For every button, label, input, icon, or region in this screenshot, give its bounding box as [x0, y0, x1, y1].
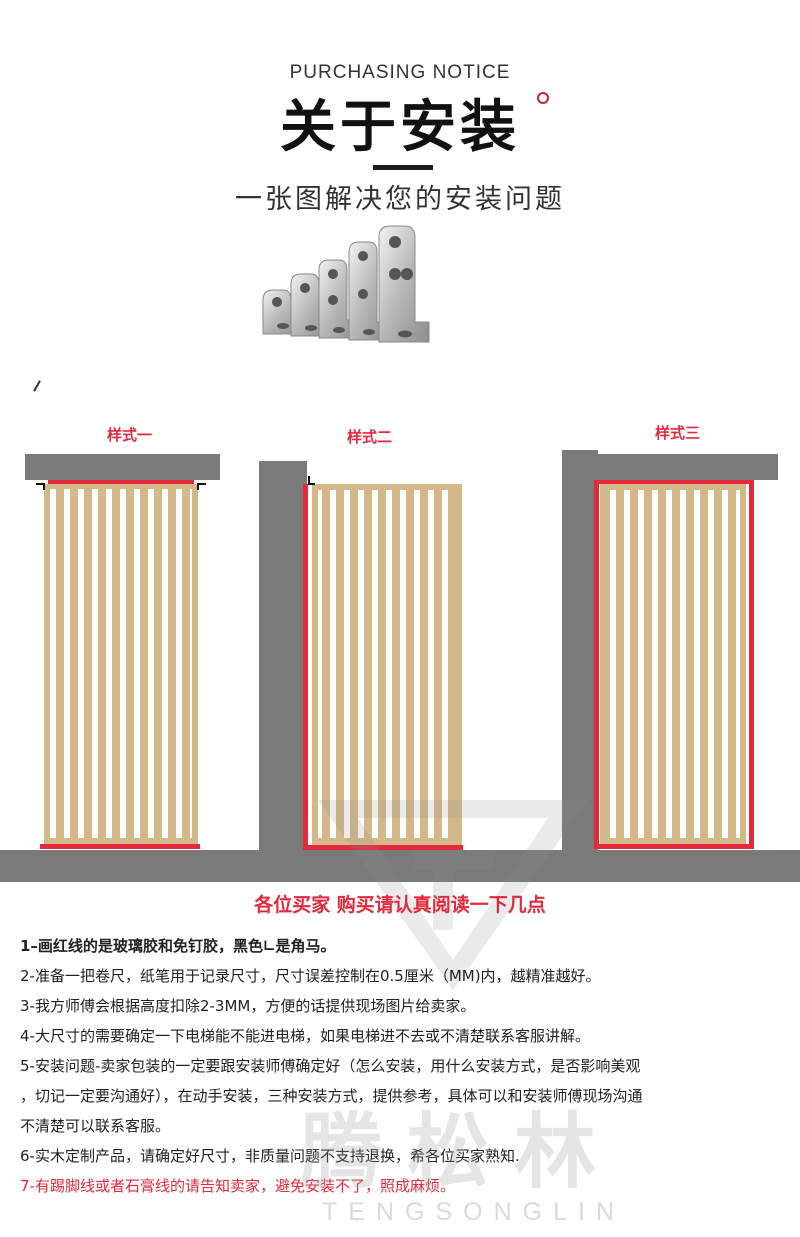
- style-one-label: 样式一: [107, 426, 153, 444]
- floor: [0, 850, 800, 882]
- style-three-diagram: [562, 450, 778, 850]
- style-two-diagram: [259, 461, 463, 850]
- glue-line-bottom: [594, 844, 754, 849]
- installation-diagrams: [0, 450, 800, 882]
- watermark-logo-icon: [318, 800, 588, 990]
- stray-mark: [33, 380, 41, 392]
- notice-line-6: 6-实木定制产品，请确定好尺寸，非质量问题不支持退换，希各位买家熟知.: [20, 1147, 520, 1165]
- bracket-xxlarge-icon: [378, 225, 430, 343]
- ceiling-beam: [25, 454, 220, 480]
- side-wall: [562, 450, 598, 850]
- glue-line-bottom: [303, 845, 463, 850]
- angle-bracket-mark: [308, 476, 315, 485]
- wood-screen: [600, 484, 746, 846]
- glue-line-top: [594, 480, 754, 484]
- notice-line-3: 3-我方师傅会根据高度扣除2-3MM，方便的话提供现场图片给卖家。: [20, 997, 476, 1015]
- notice-line-5c: 不清楚可以联系客服。: [20, 1117, 171, 1135]
- notice-line-1: 1–画红线的是玻璃胶和免钉胶，黑色∟是角马。: [20, 937, 336, 955]
- notice-heading: 各位买家 购买请认真阅读一下几点: [254, 894, 546, 916]
- watermark-brand-cn: 腾松林: [300, 1104, 622, 1200]
- ceiling-beam: [598, 454, 778, 480]
- wood-screen: [44, 484, 198, 846]
- side-wall: [259, 461, 307, 850]
- style-one-diagram: [25, 454, 220, 849]
- bracket-large-icon: [318, 259, 360, 339]
- bracket-xlarge-icon: [348, 241, 390, 341]
- subtitle-english: PURCHASING NOTICE: [289, 62, 511, 83]
- notice-line-5b: ，切记一定要沟通好），在动手安装，三种安装方式，提供参考，具体可以和安装师傅现场…: [20, 1087, 643, 1105]
- subtitle-chinese: 一张图解决您的安装问题: [235, 184, 565, 215]
- corner-brackets-image: [262, 225, 430, 343]
- glue-line-bottom: [40, 844, 200, 849]
- style-three-label: 样式三: [655, 424, 701, 442]
- title-degree-icon: [537, 92, 549, 104]
- watermark-brand-en: TENGSONGLIN: [322, 1198, 625, 1226]
- glue-line-side: [594, 480, 599, 848]
- notice-line-2: 2-准备一把卷尺，纸笔用于记录尺寸，尺寸误差控制在0.5厘米（MM)内，越精准越…: [20, 967, 601, 985]
- notice-line-4: 4-大尺寸的需要确定一下电梯能不能进电梯，如果电梯进不去或不清楚联系客服讲解。: [20, 1027, 590, 1045]
- glue-line-side: [303, 484, 308, 850]
- style-two-label: 样式二: [347, 428, 393, 446]
- notice-line-5: 5-安装问题-卖家包装的一定要跟安装师傅确定好（怎么安装，用什么安装方式，是否影…: [20, 1057, 641, 1075]
- page-title: 关于安装: [280, 94, 520, 160]
- angle-bracket-mark: [36, 483, 45, 490]
- glue-line-top: [48, 480, 194, 484]
- notice-line-7: 7-有踢脚线或者石膏线的请告知卖家，避免安装不了，照成麻烦。: [20, 1177, 455, 1195]
- glue-line-side-right: [749, 480, 754, 848]
- title-underline: [373, 165, 433, 170]
- wood-screen: [312, 484, 462, 846]
